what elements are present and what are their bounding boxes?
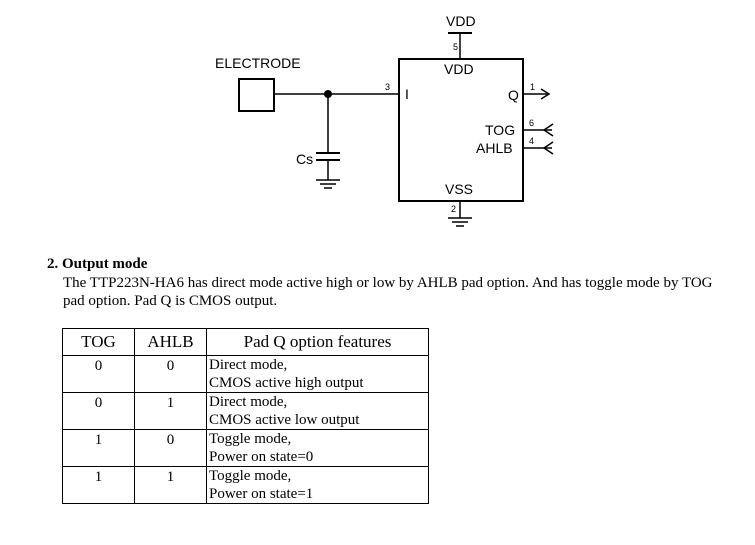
ahlb-input-arrow-icon: [542, 141, 554, 155]
table-row: 1 1 Toggle mode, Power on state=1: [62, 466, 429, 504]
cell-tog: 0: [62, 392, 135, 430]
ahlb-pin-number: 4: [529, 136, 534, 146]
table-header-row: TOG AHLB Pad Q option features: [62, 328, 429, 356]
cell-ahlb: 1: [134, 392, 207, 430]
ahlb-pin-label: AHLB: [476, 140, 513, 156]
feature-line-1: Direct mode,: [209, 357, 288, 373]
cell-feature: Direct mode, CMOS active high output: [206, 355, 429, 393]
q-pin-label: Q: [508, 87, 519, 103]
output-mode-table: TOG AHLB Pad Q option features 0 0 Direc…: [62, 328, 429, 504]
ground-icon: [316, 179, 340, 189]
input-pin-number: 3: [385, 82, 390, 92]
section-title: 2. Output mode: [47, 256, 148, 272]
feature-line-2: Power on state=0: [209, 449, 314, 465]
circuit-schematic: ELECTRODE Cs VDD 5 VDD 3 I Q 1 TOG 6 AHL…: [215, 13, 554, 227]
header-tog: TOG: [62, 328, 135, 356]
cell-feature: Direct mode, CMOS active low output: [206, 392, 429, 430]
vss-pin-number: 2: [451, 204, 456, 214]
vss-pin-label: VSS: [445, 181, 473, 197]
capacitor-label: Cs: [296, 151, 313, 167]
electrode-pad: [238, 78, 275, 112]
q-pin-number: 1: [530, 82, 535, 92]
vdd-supply-label: VDD: [446, 13, 476, 29]
ground-icon: [448, 217, 472, 227]
header-ahlb: AHLB: [134, 328, 207, 356]
vdd-pin-label: VDD: [444, 61, 474, 77]
table-row: 1 0 Toggle mode, Power on state=0: [62, 429, 429, 467]
feature-line-1: Toggle mode,: [209, 468, 292, 484]
feature-line-2: CMOS active high output: [209, 375, 364, 391]
table-row: 0 1 Direct mode, CMOS active low output: [62, 392, 429, 430]
cell-tog: 0: [62, 355, 135, 393]
feature-line-1: Toggle mode,: [209, 431, 292, 447]
vdd-pin-number: 5: [453, 42, 458, 52]
cell-tog: 1: [62, 429, 135, 467]
cell-ahlb: 1: [134, 466, 207, 504]
junction-dot: [324, 90, 332, 98]
feature-line-2: CMOS active low output: [209, 412, 360, 428]
tog-pin-number: 6: [529, 118, 534, 128]
cell-feature: Toggle mode, Power on state=0: [206, 429, 429, 467]
output-arrow-icon: [540, 88, 551, 100]
feature-line-2: Power on state=1: [209, 486, 314, 502]
tog-input-arrow-icon: [542, 123, 554, 137]
electrode-label: ELECTRODE: [215, 55, 301, 71]
cell-feature: Toggle mode, Power on state=1: [206, 466, 429, 504]
tog-pin-label: TOG: [485, 122, 515, 138]
feature-line-1: Direct mode,: [209, 394, 288, 410]
table-row: 0 0 Direct mode, CMOS active high output: [62, 355, 429, 393]
header-features: Pad Q option features: [206, 328, 429, 356]
input-pin-label: I: [405, 86, 409, 102]
cell-ahlb: 0: [134, 429, 207, 467]
section-body: The TTP223N-HA6 has direct mode active h…: [63, 275, 713, 309]
cell-tog: 1: [62, 466, 135, 504]
cell-ahlb: 0: [134, 355, 207, 393]
